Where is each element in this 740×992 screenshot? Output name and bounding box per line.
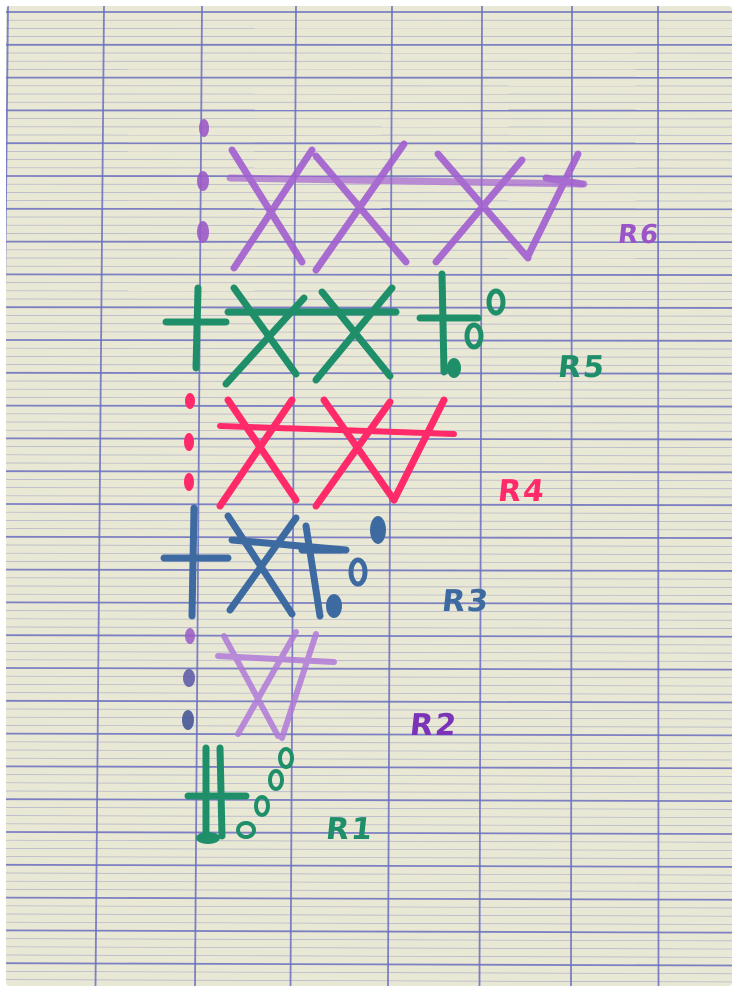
row-3-label: R3 xyxy=(440,584,492,619)
row-4-stitches xyxy=(184,393,454,506)
chain-stitch xyxy=(184,433,194,451)
row-6-label: R6 xyxy=(616,220,661,250)
row-2-stitches xyxy=(182,628,334,738)
chain-stitch xyxy=(184,473,194,491)
row-1-stitches xyxy=(188,748,292,844)
chain-stitch xyxy=(197,221,209,243)
row-5-stitches xyxy=(166,274,503,384)
chain-stitch xyxy=(185,393,195,409)
row-3-stitches xyxy=(164,508,386,618)
row-6-stitches xyxy=(197,119,584,270)
chain-stitch xyxy=(280,749,292,767)
chain-stitch xyxy=(467,325,481,347)
chain-stitch xyxy=(270,771,282,789)
grid-paper: R6 R5 R4 R3 R2 R1 xyxy=(6,6,732,986)
chain-stitch xyxy=(351,560,365,584)
chain-stitch xyxy=(182,710,194,730)
chain-stitch xyxy=(370,516,386,544)
chain-stitch xyxy=(238,823,254,837)
row-5-label: R5 xyxy=(556,350,608,385)
chain-stitch xyxy=(183,669,195,687)
chain-stitch xyxy=(256,797,268,815)
chain-stitch xyxy=(489,291,503,313)
row-2-label: R2 xyxy=(408,708,460,743)
chain-stitch xyxy=(447,358,461,378)
chain-stitch xyxy=(199,119,209,137)
row-4-label: R4 xyxy=(496,474,548,509)
row-1-label: R1 xyxy=(324,812,376,847)
chain-stitch xyxy=(197,171,209,191)
chain-stitch xyxy=(196,832,220,844)
chain-stitch xyxy=(185,628,195,644)
chain-stitch xyxy=(326,594,342,618)
